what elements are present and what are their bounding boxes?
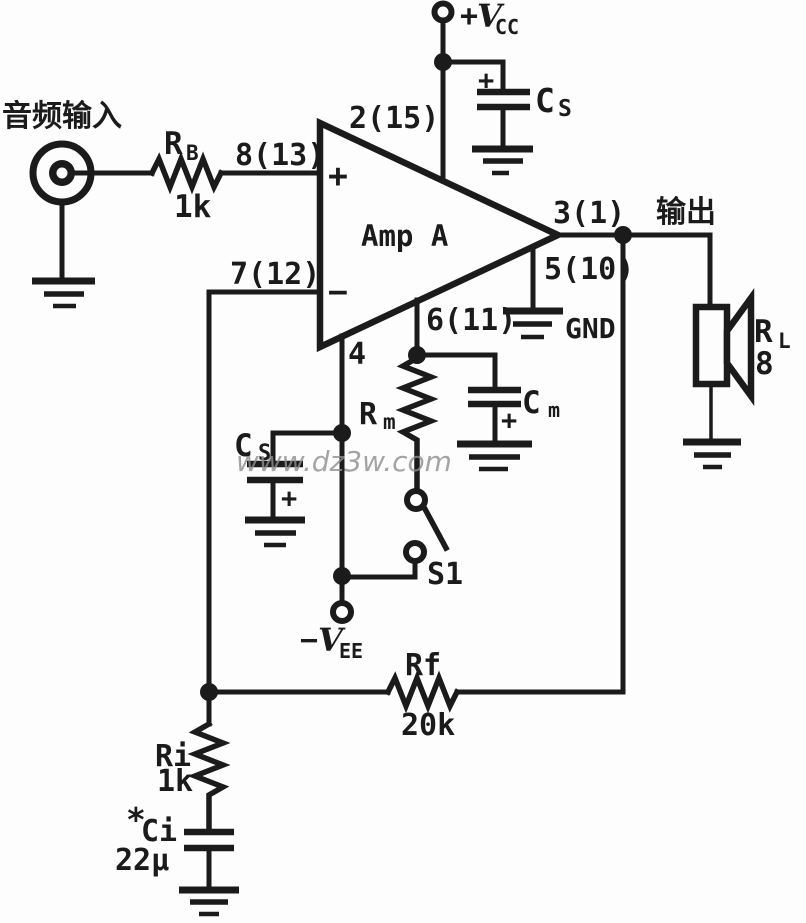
resistor-rf (384, 670, 461, 714)
vee-sign: − (300, 623, 318, 658)
watermark: www.dz3w.com (236, 445, 452, 478)
ci-value: 22μ (115, 843, 169, 878)
s1-blade (421, 505, 450, 552)
rm-subscript: m (383, 410, 396, 434)
terminal-vee (330, 600, 354, 624)
cm-ground-symbol (457, 440, 532, 472)
gnd-label: GND (565, 312, 616, 345)
cs-bottom-polarity: + (281, 483, 297, 514)
wire-s1-to-vee (339, 558, 418, 580)
inverting-input-symbol: − (328, 272, 348, 311)
rm-name: R (359, 397, 378, 432)
capacitor-cm (468, 386, 521, 445)
cs-bottom-subscript: S (258, 441, 271, 466)
junction-s1 (333, 567, 351, 585)
rb-subscript: B (186, 141, 199, 165)
terminal-vcc (431, 0, 455, 24)
resistor-rm (395, 354, 439, 494)
cs-top-ground-symbol (472, 145, 533, 176)
vcc-name: V (477, 0, 505, 35)
pin3-label: 3(1) (553, 196, 625, 231)
wire-vcc-to-cs-top (440, 59, 506, 93)
pin7-label: 7(12) (230, 257, 320, 292)
ri-name: Ri (155, 739, 191, 774)
ci-ground-symbol (179, 886, 239, 917)
audio-input-label: 音频输入 (2, 100, 122, 133)
wire-pin7-feedback-left (206, 289, 323, 695)
rb-name: R (164, 126, 183, 162)
cm-name: C (522, 385, 541, 421)
vee-subscript: EE (339, 639, 363, 663)
cm-polarity: + (501, 405, 517, 436)
resistor-rb (148, 151, 225, 195)
speaker-ground-symbol (683, 438, 741, 470)
s1-bottom-contact (403, 540, 427, 564)
cs-bottom-name: C (234, 428, 253, 464)
cs-bottom-ground-symbol (245, 516, 305, 548)
pin5-label: 5(10) (544, 252, 634, 287)
s1-label: S1 (427, 557, 463, 592)
rca-center-hole (56, 167, 68, 179)
capacitor-cs-top (477, 88, 530, 150)
pin6-label: 6(11) (426, 303, 516, 338)
amp-name-label: Amp A (361, 219, 448, 253)
capacitor-cs-bottom (247, 460, 303, 521)
rf-value: 20k (401, 708, 455, 743)
resistor-ri (187, 720, 231, 834)
wire-pin6-to-cm (414, 352, 498, 393)
speaker-body (692, 303, 731, 388)
cs-top-subscript: S (558, 96, 572, 122)
pin4-label: 4 (348, 337, 366, 372)
ci-star: * (126, 800, 146, 839)
opamp-triangle (316, 117, 566, 353)
switch-s1 (403, 488, 450, 564)
pin2-label: 2(15) (349, 101, 439, 136)
rf-name: Rf (405, 648, 441, 683)
capacitor-ci (184, 828, 234, 891)
wire-to-cs-bottom (270, 430, 345, 466)
ri-value: 1k (157, 764, 193, 799)
cs-top-polarity: + (478, 65, 494, 96)
rl-subscript: L (778, 329, 791, 353)
speaker-cone (723, 288, 755, 406)
input-ground-symbol (32, 277, 95, 309)
rl-name: R (754, 314, 773, 350)
pin5-ground-symbol (503, 307, 563, 340)
ci-name: Ci (141, 814, 177, 849)
rb-value: 1k (174, 189, 212, 225)
wire-output-to-speaker (555, 232, 713, 310)
rl-value: 8 (755, 346, 774, 382)
vee-name: V (318, 621, 346, 659)
pin8-label: 8(13) (235, 138, 325, 173)
cs-top-name: C (535, 81, 555, 120)
output-label: 输出 (656, 196, 716, 229)
vcc-sign: + (460, 0, 478, 34)
vcc-subscript: CC (495, 15, 519, 39)
cm-subscript: m (548, 398, 560, 422)
s1-top-contact (404, 488, 428, 512)
noninverting-input-symbol: + (328, 156, 348, 195)
speaker (692, 288, 755, 406)
